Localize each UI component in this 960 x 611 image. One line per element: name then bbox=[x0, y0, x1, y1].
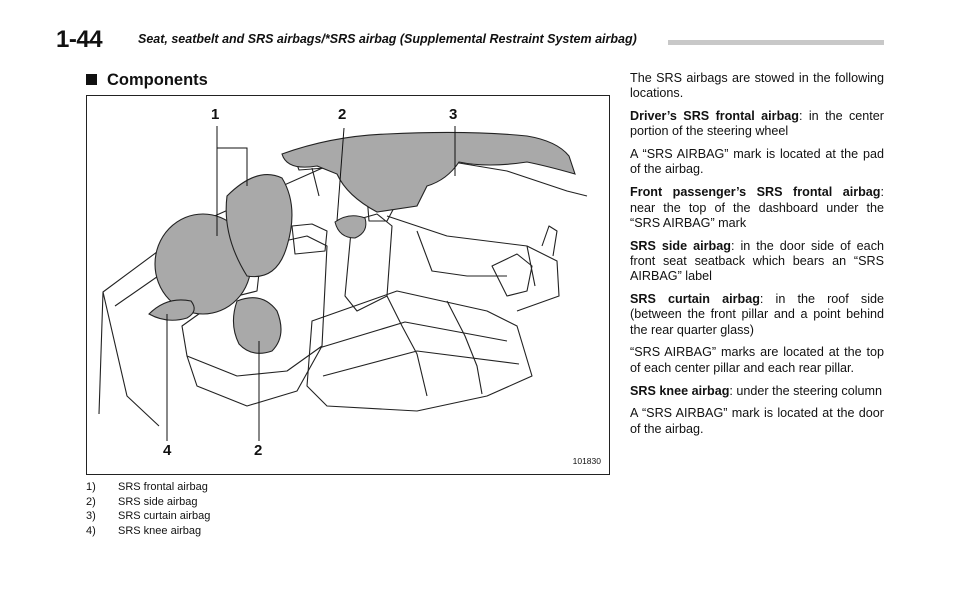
section-title: Components bbox=[107, 71, 208, 89]
callout-3: 3 bbox=[449, 106, 458, 123]
airbag-illustration: 1 2 3 4 2 101830 bbox=[86, 95, 610, 475]
intro-paragraph: The SRS airbags are stowed in the follow… bbox=[630, 71, 884, 101]
legend-label: SRS curtain airbag bbox=[118, 510, 211, 522]
paragraph: A “SRS AIRBAG” mark is located at the do… bbox=[630, 406, 884, 436]
page-header: 1-44 Seat, seatbelt and SRS airbags/*SRS… bbox=[56, 26, 884, 54]
description: : near the top of the dashboard under th… bbox=[630, 185, 884, 230]
legend-number: 2) bbox=[86, 495, 96, 508]
paragraph: SRS curtain airbag: in the roof side (be… bbox=[630, 292, 884, 338]
callout-2-top: 2 bbox=[338, 106, 347, 123]
legend-label: SRS knee airbag bbox=[118, 524, 202, 537]
description: : in the door side of each front seat se… bbox=[630, 238, 884, 284]
paragraph: “SRS AIRBAG” marks are located at the to… bbox=[630, 345, 884, 375]
legend-item: 4) SRS knee airbag bbox=[86, 524, 210, 539]
paragraph: SRS knee airbag: under the steering colu… bbox=[630, 384, 884, 399]
callout-4: 4 bbox=[163, 442, 172, 459]
term: Front passenger’s SRS frontal airbag bbox=[630, 185, 881, 200]
term: SRS side airbag bbox=[630, 238, 731, 253]
body-text: The SRS airbags are stowed in the follow… bbox=[630, 71, 884, 444]
legend-number: 3) bbox=[86, 510, 96, 522]
square-bullet-icon bbox=[86, 74, 97, 85]
section-heading: Components bbox=[86, 71, 208, 90]
legend-item: 3) SRS curtain airbag bbox=[86, 509, 210, 524]
legend-label: SRS frontal airbag bbox=[118, 481, 208, 493]
figure-code: 101830 bbox=[572, 456, 601, 466]
term: SRS knee airbag bbox=[630, 383, 730, 398]
term: Driver’s SRS frontal airbag bbox=[630, 109, 799, 124]
car-interior-drawing bbox=[98, 126, 588, 441]
curtain-airbag-shape bbox=[281, 131, 576, 213]
description: : under the steering column bbox=[729, 383, 883, 398]
figure-legend: 1) SRS frontal airbag 2) SRS side airbag 3… bbox=[86, 480, 210, 538]
paragraph: Driver’s SRS frontal airbag: in the cent… bbox=[630, 109, 884, 140]
page-number: 1-44 bbox=[56, 26, 103, 53]
legend-label: SRS side airbag bbox=[118, 495, 198, 508]
callout-1: 1 bbox=[211, 106, 220, 123]
legend-item: 1) SRS frontal airbag bbox=[86, 480, 210, 495]
paragraph: A “SRS AIRBAG” mark is located at the pa… bbox=[630, 147, 884, 177]
legend-number: 1) bbox=[86, 481, 96, 493]
description: : in the roof side (between the front pi… bbox=[630, 292, 884, 337]
paragraph: SRS side airbag: in the door side of eac… bbox=[630, 239, 884, 285]
chapter-title: Seat, seatbelt and SRS airbags/*SRS airb… bbox=[138, 32, 637, 46]
header-rule bbox=[668, 40, 884, 45]
term: SRS curtain airbag bbox=[630, 292, 760, 307]
paragraph: Front passenger’s SRS frontal airbag: ne… bbox=[630, 185, 884, 231]
callout-2-bottom: 2 bbox=[254, 442, 263, 459]
legend-number: 4) bbox=[86, 524, 96, 537]
legend-item: 2) SRS side airbag bbox=[86, 495, 210, 510]
description: : in the center portion of the steering … bbox=[630, 109, 884, 139]
